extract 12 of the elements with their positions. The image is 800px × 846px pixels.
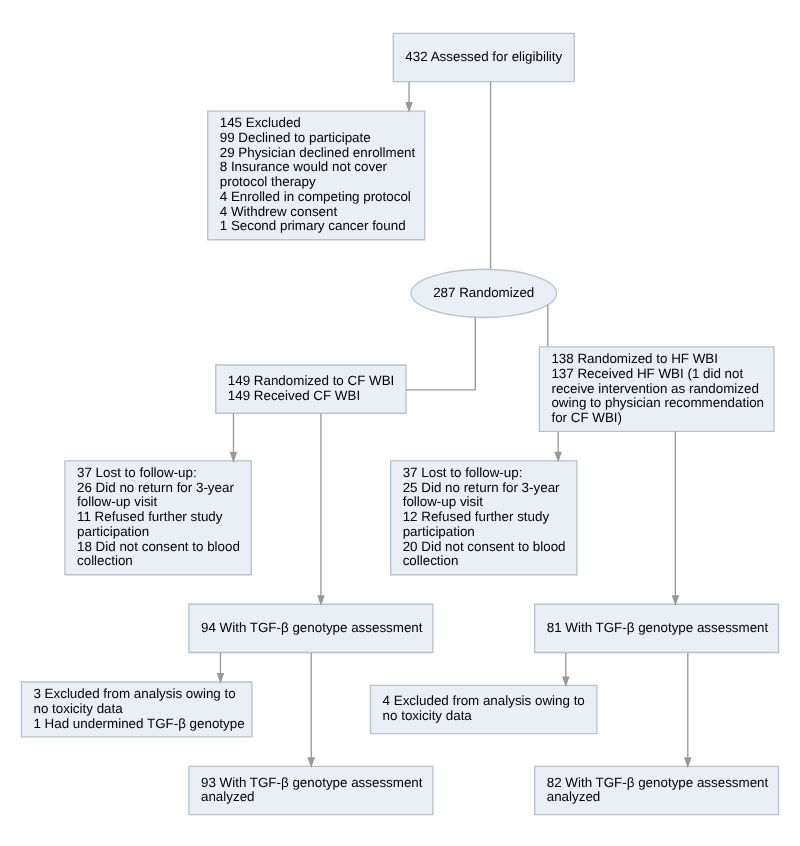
arrow xyxy=(216,651,225,683)
arrow xyxy=(307,650,315,768)
connector xyxy=(547,303,549,347)
arrow xyxy=(684,650,692,768)
arrow xyxy=(671,429,680,606)
arrow xyxy=(405,80,413,112)
connector xyxy=(405,316,476,390)
arrow xyxy=(562,651,570,687)
arrow xyxy=(554,429,562,462)
arrow xyxy=(229,411,238,462)
arrow xyxy=(317,411,325,606)
connector xyxy=(489,80,492,269)
